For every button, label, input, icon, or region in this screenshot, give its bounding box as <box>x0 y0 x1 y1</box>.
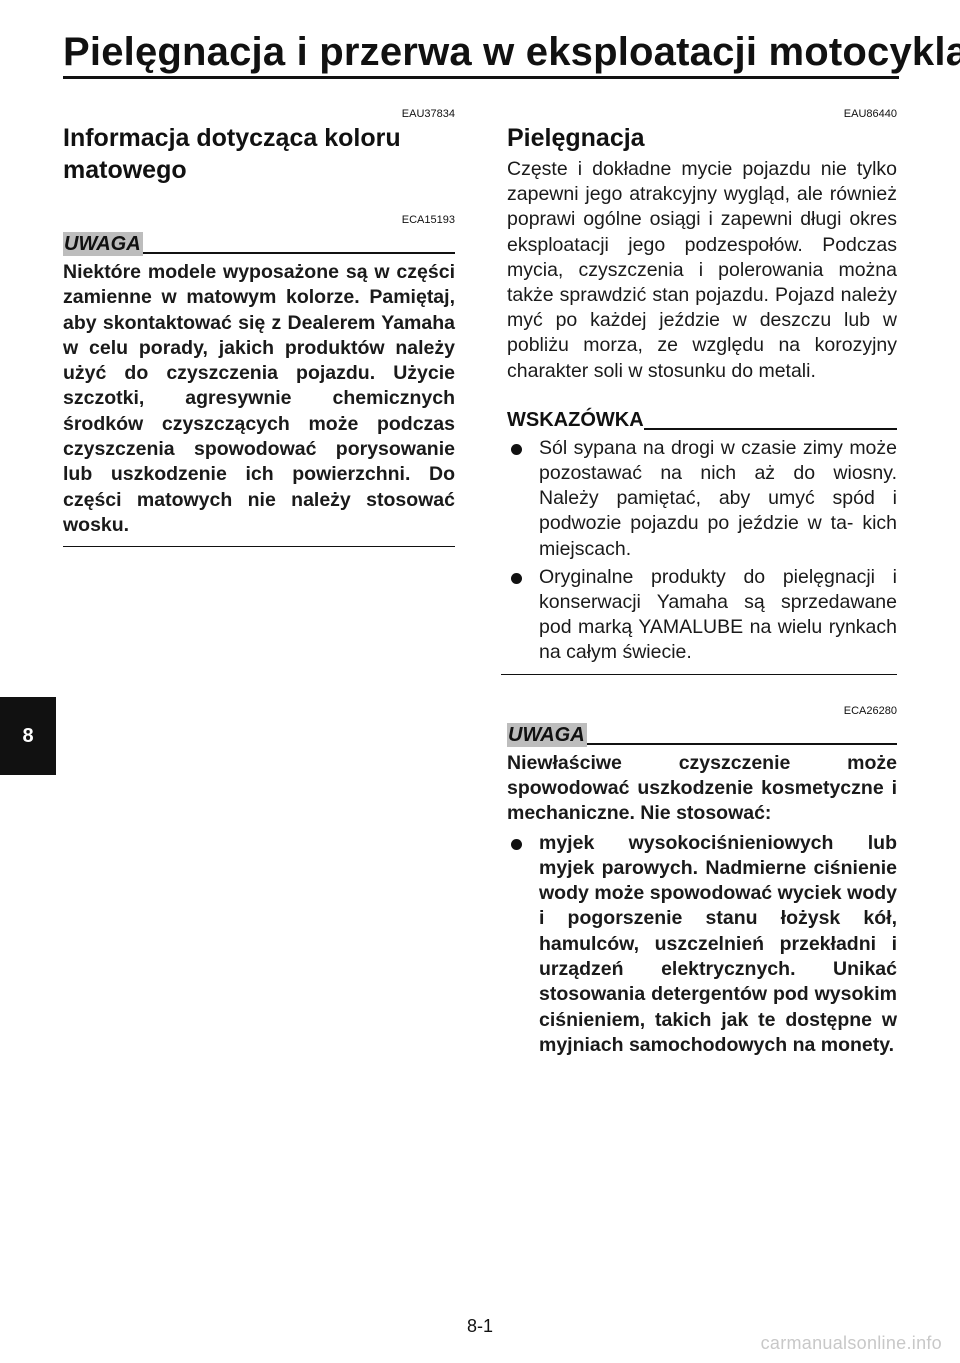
page-number: 8-1 <box>466 1316 493 1336</box>
tip-item: Sól sypana na drogi w czasie zimy może p… <box>507 436 897 562</box>
section-heading-care: Pielęgnacja <box>507 124 645 152</box>
notice-code: ECA15193 <box>401 214 455 226</box>
care-body-text: Częste i dokładne mycie pojazdu nie tylk… <box>507 158 897 382</box>
page-title: Pielęgnacja i przerwa w eksploatacji mot… <box>63 30 960 74</box>
notice-item-text: myjek wysokociśnieniowych lub myjek paro… <box>539 831 897 1056</box>
notice-label-line <box>586 742 897 745</box>
notice-label: UWAGA <box>507 722 587 747</box>
section-code: EAU86440 <box>843 108 897 120</box>
tip-item-text: Oryginalne produkty do pielęgnacji i kon… <box>539 565 897 664</box>
notice-header: UWAGA <box>507 722 897 747</box>
notice-end-rule <box>63 546 455 548</box>
title-rule <box>63 76 899 79</box>
bullet-icon <box>511 838 522 850</box>
tip-item: Oryginalne produkty do pielęgnacji i kon… <box>507 565 897 666</box>
notice-list: myjek wysokociśnieniowych lub myjek paro… <box>507 831 897 1059</box>
section-heading-matte-color: Informacja dotycząca koloru matowego <box>63 124 401 184</box>
section-code: EAU37834 <box>401 108 455 120</box>
notice-text: Niektóre modele wyposażone są w części z… <box>63 261 455 536</box>
tip-header: WSKAZÓWKA <box>507 408 897 432</box>
bullet-icon <box>511 572 522 584</box>
watermark: carmanualsonline.info <box>760 1333 942 1353</box>
notice-label: UWAGA <box>63 232 143 256</box>
notice-code: ECA26280 <box>843 704 897 717</box>
tip-list: Sól sypana na drogi w czasie zimy może p… <box>507 436 897 666</box>
right-column: EAU86440 Pielęgnacja Częste i dokładne m… <box>501 100 897 1059</box>
chapter-tab-number: 8 <box>22 724 34 747</box>
notice-text: Niewłaściwe czyszczenie może spowodować … <box>507 751 897 825</box>
tip-end-rule <box>501 673 897 675</box>
tip-label: WSKAZÓWKA <box>507 408 644 431</box>
notice-item: myjek wysokociśnieniowych lub myjek paro… <box>507 831 897 1059</box>
notice-label-line <box>142 252 455 254</box>
chapter-tab: 8 <box>0 697 56 775</box>
tip-label-line <box>643 427 897 430</box>
notice-header: UWAGA <box>63 232 455 256</box>
left-column: EAU37834 Informacja dotycząca koloru mat… <box>63 100 455 548</box>
bullet-icon <box>511 443 522 455</box>
tip-item-text: Sól sypana na drogi w czasie zimy może p… <box>539 436 897 560</box>
